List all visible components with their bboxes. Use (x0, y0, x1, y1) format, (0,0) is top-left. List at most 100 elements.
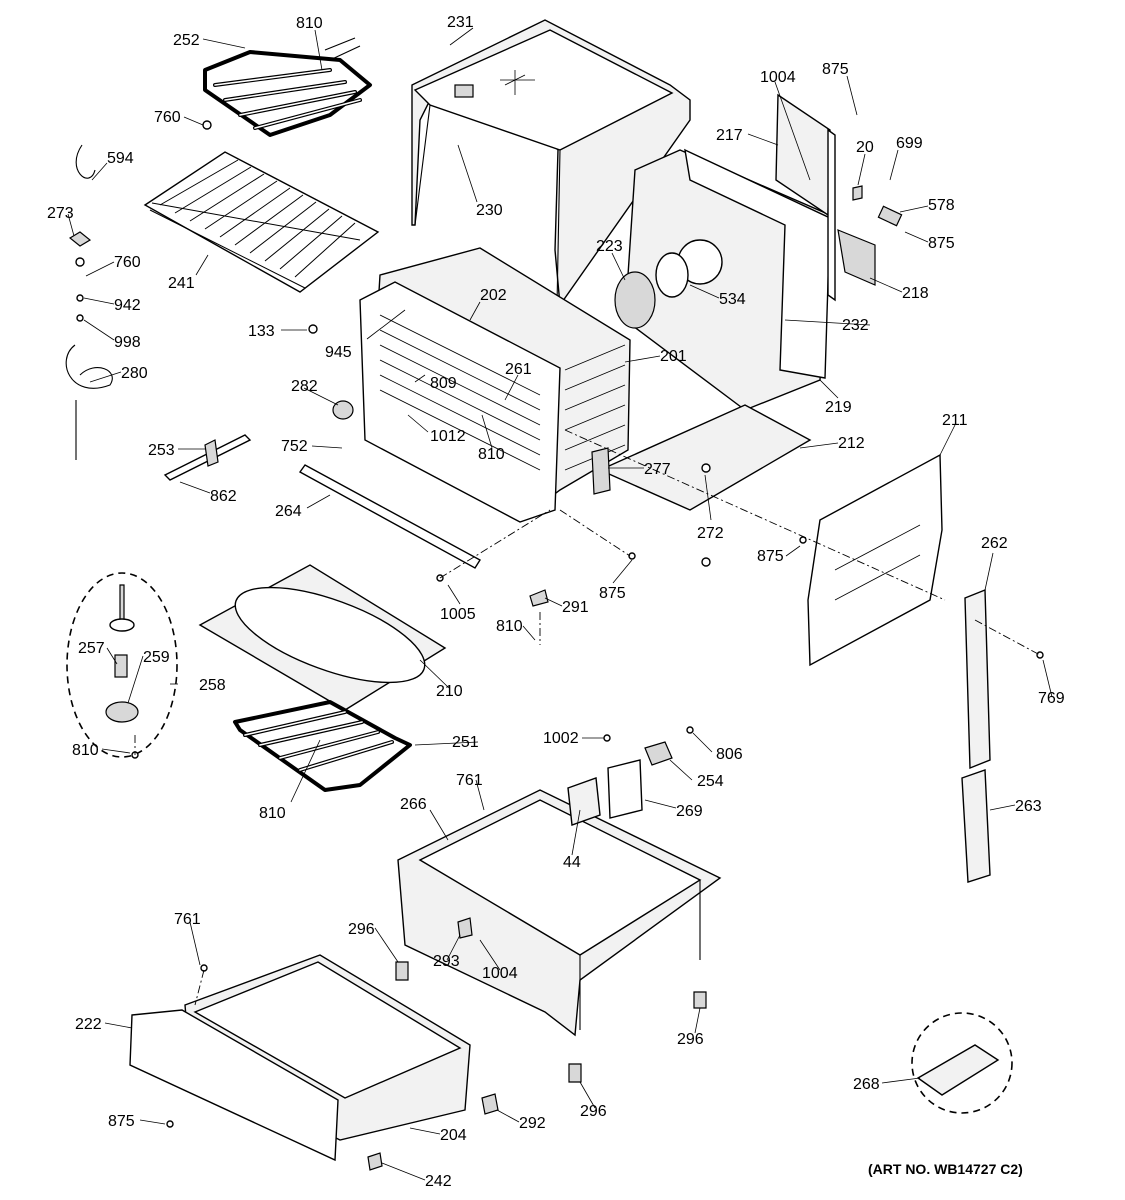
fastener-parts (131, 120, 1044, 1171)
label-293: 293 (433, 953, 460, 970)
drawer-slide-group (911, 1012, 1013, 1114)
label-282: 282 (291, 378, 318, 395)
label-1002: 1002 (543, 730, 579, 747)
label-296: 296 (677, 1031, 704, 1048)
label-296: 296 (580, 1103, 607, 1120)
part-number-labels: 252 810 231 760 594 273 760 942 998 280 … (47, 14, 1065, 1190)
label-1005: 1005 (440, 606, 476, 623)
label-202: 202 (480, 287, 507, 304)
label-862: 862 (210, 488, 237, 505)
bake-element-part (233, 700, 412, 792)
label-292: 292 (519, 1115, 546, 1132)
side-panel-part (775, 93, 903, 302)
label-810: 810 (72, 742, 99, 759)
terminal-bracket-part (567, 741, 673, 826)
label-699: 699 (896, 135, 923, 152)
label-269: 269 (676, 803, 703, 820)
art-number: (ART NO. WB14727 C2) (868, 1161, 1023, 1177)
label-253: 253 (148, 442, 175, 459)
label-242: 242 (425, 1173, 452, 1190)
label-875: 875 (108, 1113, 135, 1130)
leader-lines (67, 27, 1053, 1181)
label-222: 222 (75, 1016, 102, 1033)
label-875: 875 (928, 235, 955, 252)
top-wrapper-part (411, 19, 691, 307)
label-578: 578 (928, 197, 955, 214)
storage-drawer-part (129, 954, 471, 1162)
label-760: 760 (154, 109, 181, 126)
oven-bottom-part (598, 404, 812, 511)
label-534: 534 (719, 291, 746, 308)
label-232: 232 (842, 317, 869, 334)
label-201: 201 (660, 348, 687, 365)
label-1004: 1004 (482, 965, 518, 982)
rear-cover-part (807, 453, 943, 667)
label-217: 217 (716, 127, 743, 144)
label-254: 254 (697, 773, 724, 790)
label-296: 296 (348, 921, 375, 938)
meat-probe-part (65, 144, 113, 460)
label-942: 942 (114, 297, 141, 314)
leveling-leg-part (395, 961, 707, 1083)
label-273: 273 (47, 205, 74, 222)
label-230: 230 (476, 202, 503, 219)
label-231: 231 (447, 14, 474, 31)
label-752: 752 (281, 438, 308, 455)
label-291: 291 (562, 599, 589, 616)
label-252: 252 (173, 32, 200, 49)
oven-floor-cover-part (198, 564, 447, 711)
label-875: 875 (822, 61, 849, 78)
label-204: 204 (440, 1127, 467, 1144)
label-133: 133 (248, 323, 275, 340)
label-810: 810 (259, 805, 286, 822)
label-259: 259 (143, 649, 170, 666)
alignment-lines (134, 429, 1041, 1006)
label-809: 809 (430, 375, 457, 392)
label-44: 44 (563, 854, 581, 871)
oven-rack-part (143, 151, 380, 293)
label-760: 760 (114, 254, 141, 271)
label-810: 810 (496, 618, 523, 635)
base-frame-part (397, 789, 722, 1037)
label-261: 261 (505, 361, 532, 378)
hinge-part (163, 434, 252, 481)
front-brace-part (298, 464, 481, 569)
broil-element-part (203, 37, 372, 137)
dashed-group-258 (66, 572, 178, 758)
label-945: 945 (325, 344, 352, 361)
label-594: 594 (107, 150, 134, 167)
label-769: 769 (1038, 690, 1065, 707)
label-810: 810 (478, 446, 505, 463)
label-212: 212 (838, 435, 865, 452)
label-211: 211 (942, 412, 968, 429)
label-20: 20 (856, 139, 874, 156)
label-1012: 1012 (430, 428, 466, 445)
label-1004: 1004 (760, 69, 796, 86)
label-223: 223 (596, 238, 623, 255)
label-268: 268 (853, 1076, 880, 1093)
label-266: 266 (400, 796, 427, 813)
label-263: 263 (1015, 798, 1042, 815)
side-trim-part (961, 588, 991, 883)
label-241: 241 (168, 275, 195, 292)
label-258: 258 (199, 677, 226, 694)
label-218: 218 (902, 285, 929, 302)
label-262: 262 (981, 535, 1008, 552)
label-806: 806 (716, 746, 743, 763)
label-875: 875 (757, 548, 784, 565)
label-810: 810 (296, 15, 323, 32)
label-998: 998 (114, 334, 141, 351)
convection-fan-part (614, 252, 689, 329)
label-257: 257 (78, 640, 105, 657)
label-761: 761 (174, 911, 201, 928)
label-210: 210 (436, 683, 463, 700)
label-264: 264 (275, 503, 302, 520)
label-219: 219 (825, 399, 852, 416)
label-272: 272 (697, 525, 724, 542)
label-280: 280 (121, 365, 148, 382)
label-277: 277 (644, 461, 671, 478)
label-875: 875 (599, 585, 626, 602)
label-761: 761 (456, 772, 483, 789)
label-251: 251 (452, 734, 479, 751)
